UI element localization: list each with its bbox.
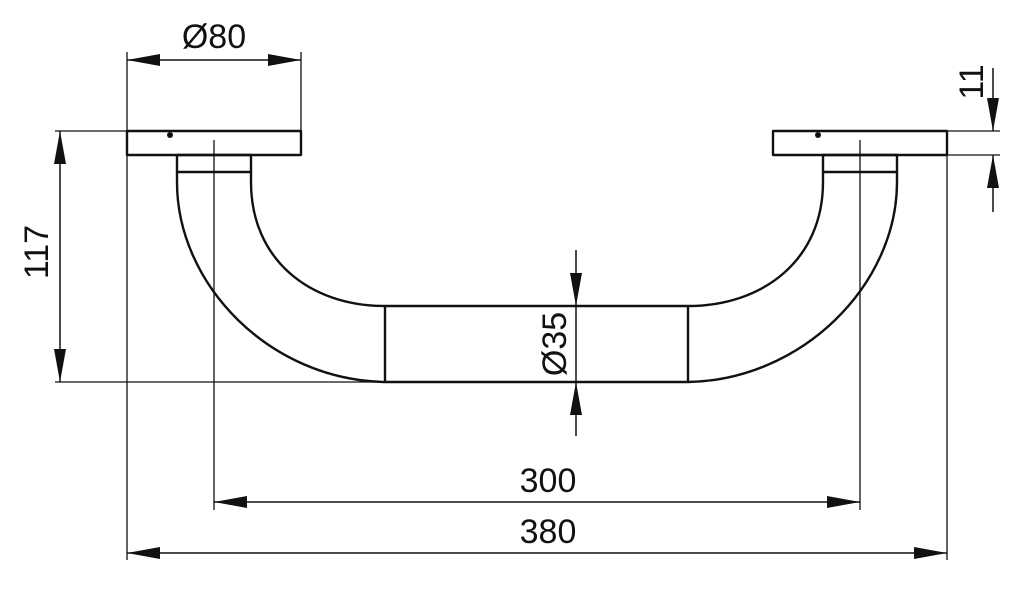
- dimension-flange-thickness: 11: [953, 64, 999, 212]
- extension-lines: [55, 52, 1000, 560]
- label-height: 117: [18, 225, 56, 279]
- label-flange-diameter: Ø80: [182, 18, 246, 56]
- dimension-overall-length: 380: [127, 513, 947, 559]
- dimension-tube-diameter: Ø35: [536, 250, 582, 436]
- tube-inner-edge: [249, 172, 825, 308]
- dimension-height: 117: [18, 131, 66, 382]
- label-overall-length: 380: [520, 513, 577, 551]
- right-flange-screw-dot: [815, 132, 821, 138]
- dimension-flange-diameter: Ø80: [127, 18, 301, 66]
- left-flange-screw-dot: [167, 132, 173, 138]
- dimension-inner-centers: 300: [214, 462, 860, 508]
- label-inner-centers: 300: [520, 462, 577, 500]
- tube-outer-edge: [175, 172, 899, 384]
- label-flange-thickness: 11: [953, 64, 991, 99]
- label-tube-diameter: Ø35: [536, 312, 574, 376]
